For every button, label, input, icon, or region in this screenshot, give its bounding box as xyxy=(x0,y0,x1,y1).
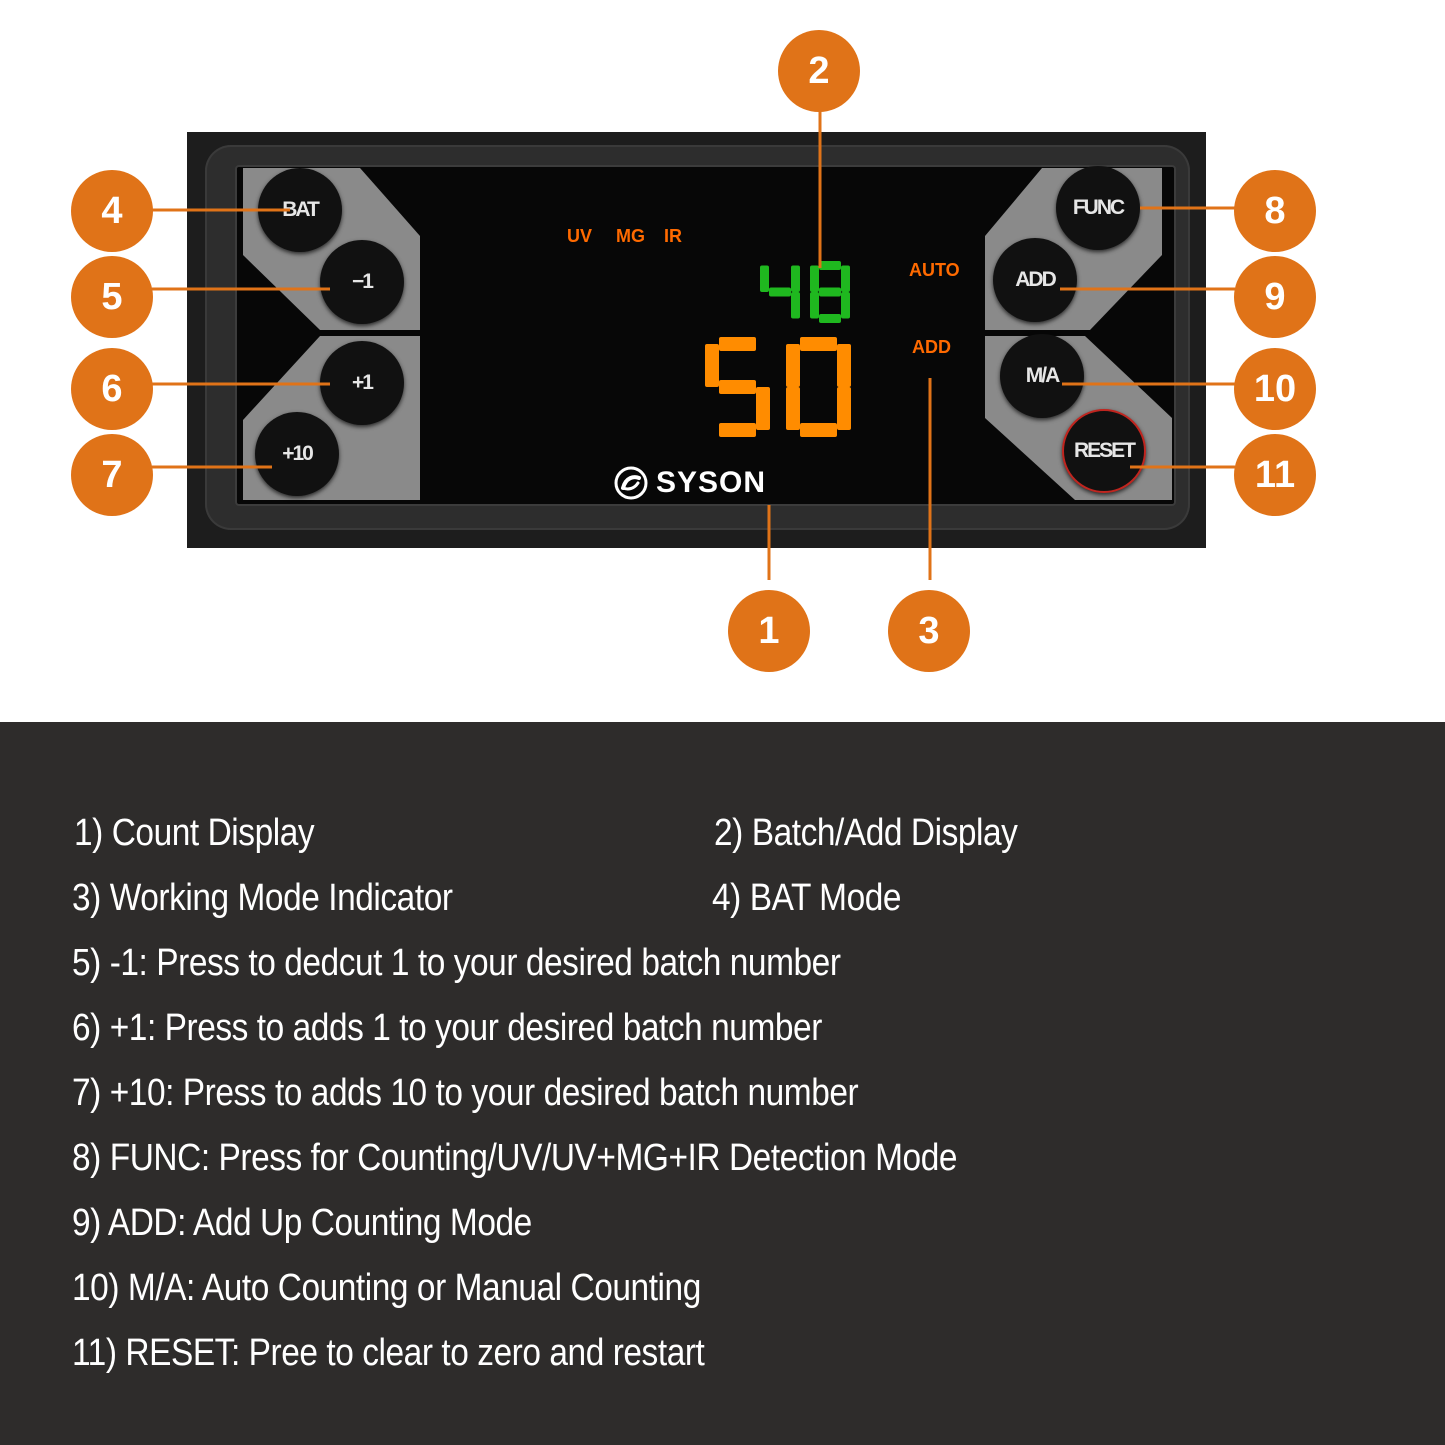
callout-9: 9 xyxy=(1234,256,1316,338)
segment-d xyxy=(719,423,756,437)
bat-button[interactable]: BAT xyxy=(258,168,342,252)
segment-a xyxy=(719,337,756,351)
segment-c xyxy=(756,387,770,430)
segment-f xyxy=(810,265,819,292)
callout-11: 11 xyxy=(1234,434,1316,516)
mg-indicator: MG xyxy=(616,226,645,246)
count-display xyxy=(705,337,865,448)
ir-indicator: IR xyxy=(664,226,682,246)
legend-item-5: 5) -1: Press to dedcut 1 to your desired… xyxy=(72,942,841,984)
batch-add-display xyxy=(760,261,860,332)
plus-one-button[interactable]: +1 xyxy=(320,341,404,425)
segment-f xyxy=(705,344,719,387)
func-button[interactable]: FUNC xyxy=(1056,166,1140,250)
auto-mode-indicator: AUTO xyxy=(909,260,960,280)
segment-g xyxy=(719,380,756,394)
count-seven-segment xyxy=(705,337,851,437)
uv-indicator: UV xyxy=(567,226,593,246)
segment-e xyxy=(810,292,819,319)
segment-b xyxy=(791,265,800,292)
segment-d xyxy=(800,423,837,437)
callout-4: 4 xyxy=(71,170,153,252)
segment-a xyxy=(800,337,837,351)
legend-item-3: 3) Working Mode Indicator xyxy=(72,877,453,919)
callout-3: 3 xyxy=(888,590,970,672)
segment-c xyxy=(841,292,850,319)
segment-g xyxy=(819,287,841,297)
add-button[interactable]: ADD xyxy=(993,238,1077,322)
add-mode-indicator: ADD xyxy=(912,337,951,357)
legend-item-6: 6) +1: Press to adds 1 to your desired b… xyxy=(72,1007,822,1049)
callout-2: 2 xyxy=(778,30,860,112)
callout-7: 7 xyxy=(71,434,153,516)
callout-6: 6 xyxy=(71,348,153,430)
segment-b xyxy=(841,265,850,292)
segment-a xyxy=(819,261,841,270)
diagram-area: UV MG IR AUTO ADD SYSON BAT −1 +1 +10 FU… xyxy=(0,0,1445,722)
legend-item-1: 1) Count Display xyxy=(74,812,315,854)
plus-ten-button[interactable]: +10 xyxy=(255,412,339,496)
brand-logo: SYSON xyxy=(614,466,766,500)
legend-item-4: 4) BAT Mode xyxy=(712,877,902,919)
legend-item-9: 9) ADD: Add Up Counting Mode xyxy=(72,1202,532,1244)
segment-f xyxy=(760,265,769,292)
segment-d xyxy=(819,314,841,323)
batch-seven-segment xyxy=(760,261,850,323)
minus-one-button[interactable]: −1 xyxy=(320,240,404,324)
brand-name: SYSON xyxy=(656,466,767,499)
callout-8: 8 xyxy=(1234,170,1316,252)
legend-item-7: 7) +10: Press to adds 10 to your desired… xyxy=(72,1072,859,1114)
segment-e xyxy=(786,387,800,430)
callout-10: 10 xyxy=(1234,348,1316,430)
segment-g xyxy=(769,287,791,297)
segment-c xyxy=(837,387,851,430)
callout-5: 5 xyxy=(71,256,153,338)
legend-item-8: 8) FUNC: Press for Counting/UV/UV+MG+IR … xyxy=(72,1137,958,1179)
segment-b xyxy=(837,344,851,387)
legend-section: 1) Count Display 2) Batch/Add Display 3)… xyxy=(0,722,1445,1445)
segment-c xyxy=(791,292,800,319)
segment-f xyxy=(786,344,800,387)
legend-item-2: 2) Batch/Add Display xyxy=(714,812,1018,854)
reset-button[interactable]: RESET xyxy=(1062,409,1146,493)
legend-item-11: 11) RESET: Pree to clear to zero and res… xyxy=(72,1332,705,1374)
syson-logo-icon xyxy=(614,466,648,500)
callout-1: 1 xyxy=(728,590,810,672)
legend-item-10: 10) M/A: Auto Counting or Manual Countin… xyxy=(72,1267,701,1309)
manual-auto-button[interactable]: M/A xyxy=(1000,334,1084,418)
